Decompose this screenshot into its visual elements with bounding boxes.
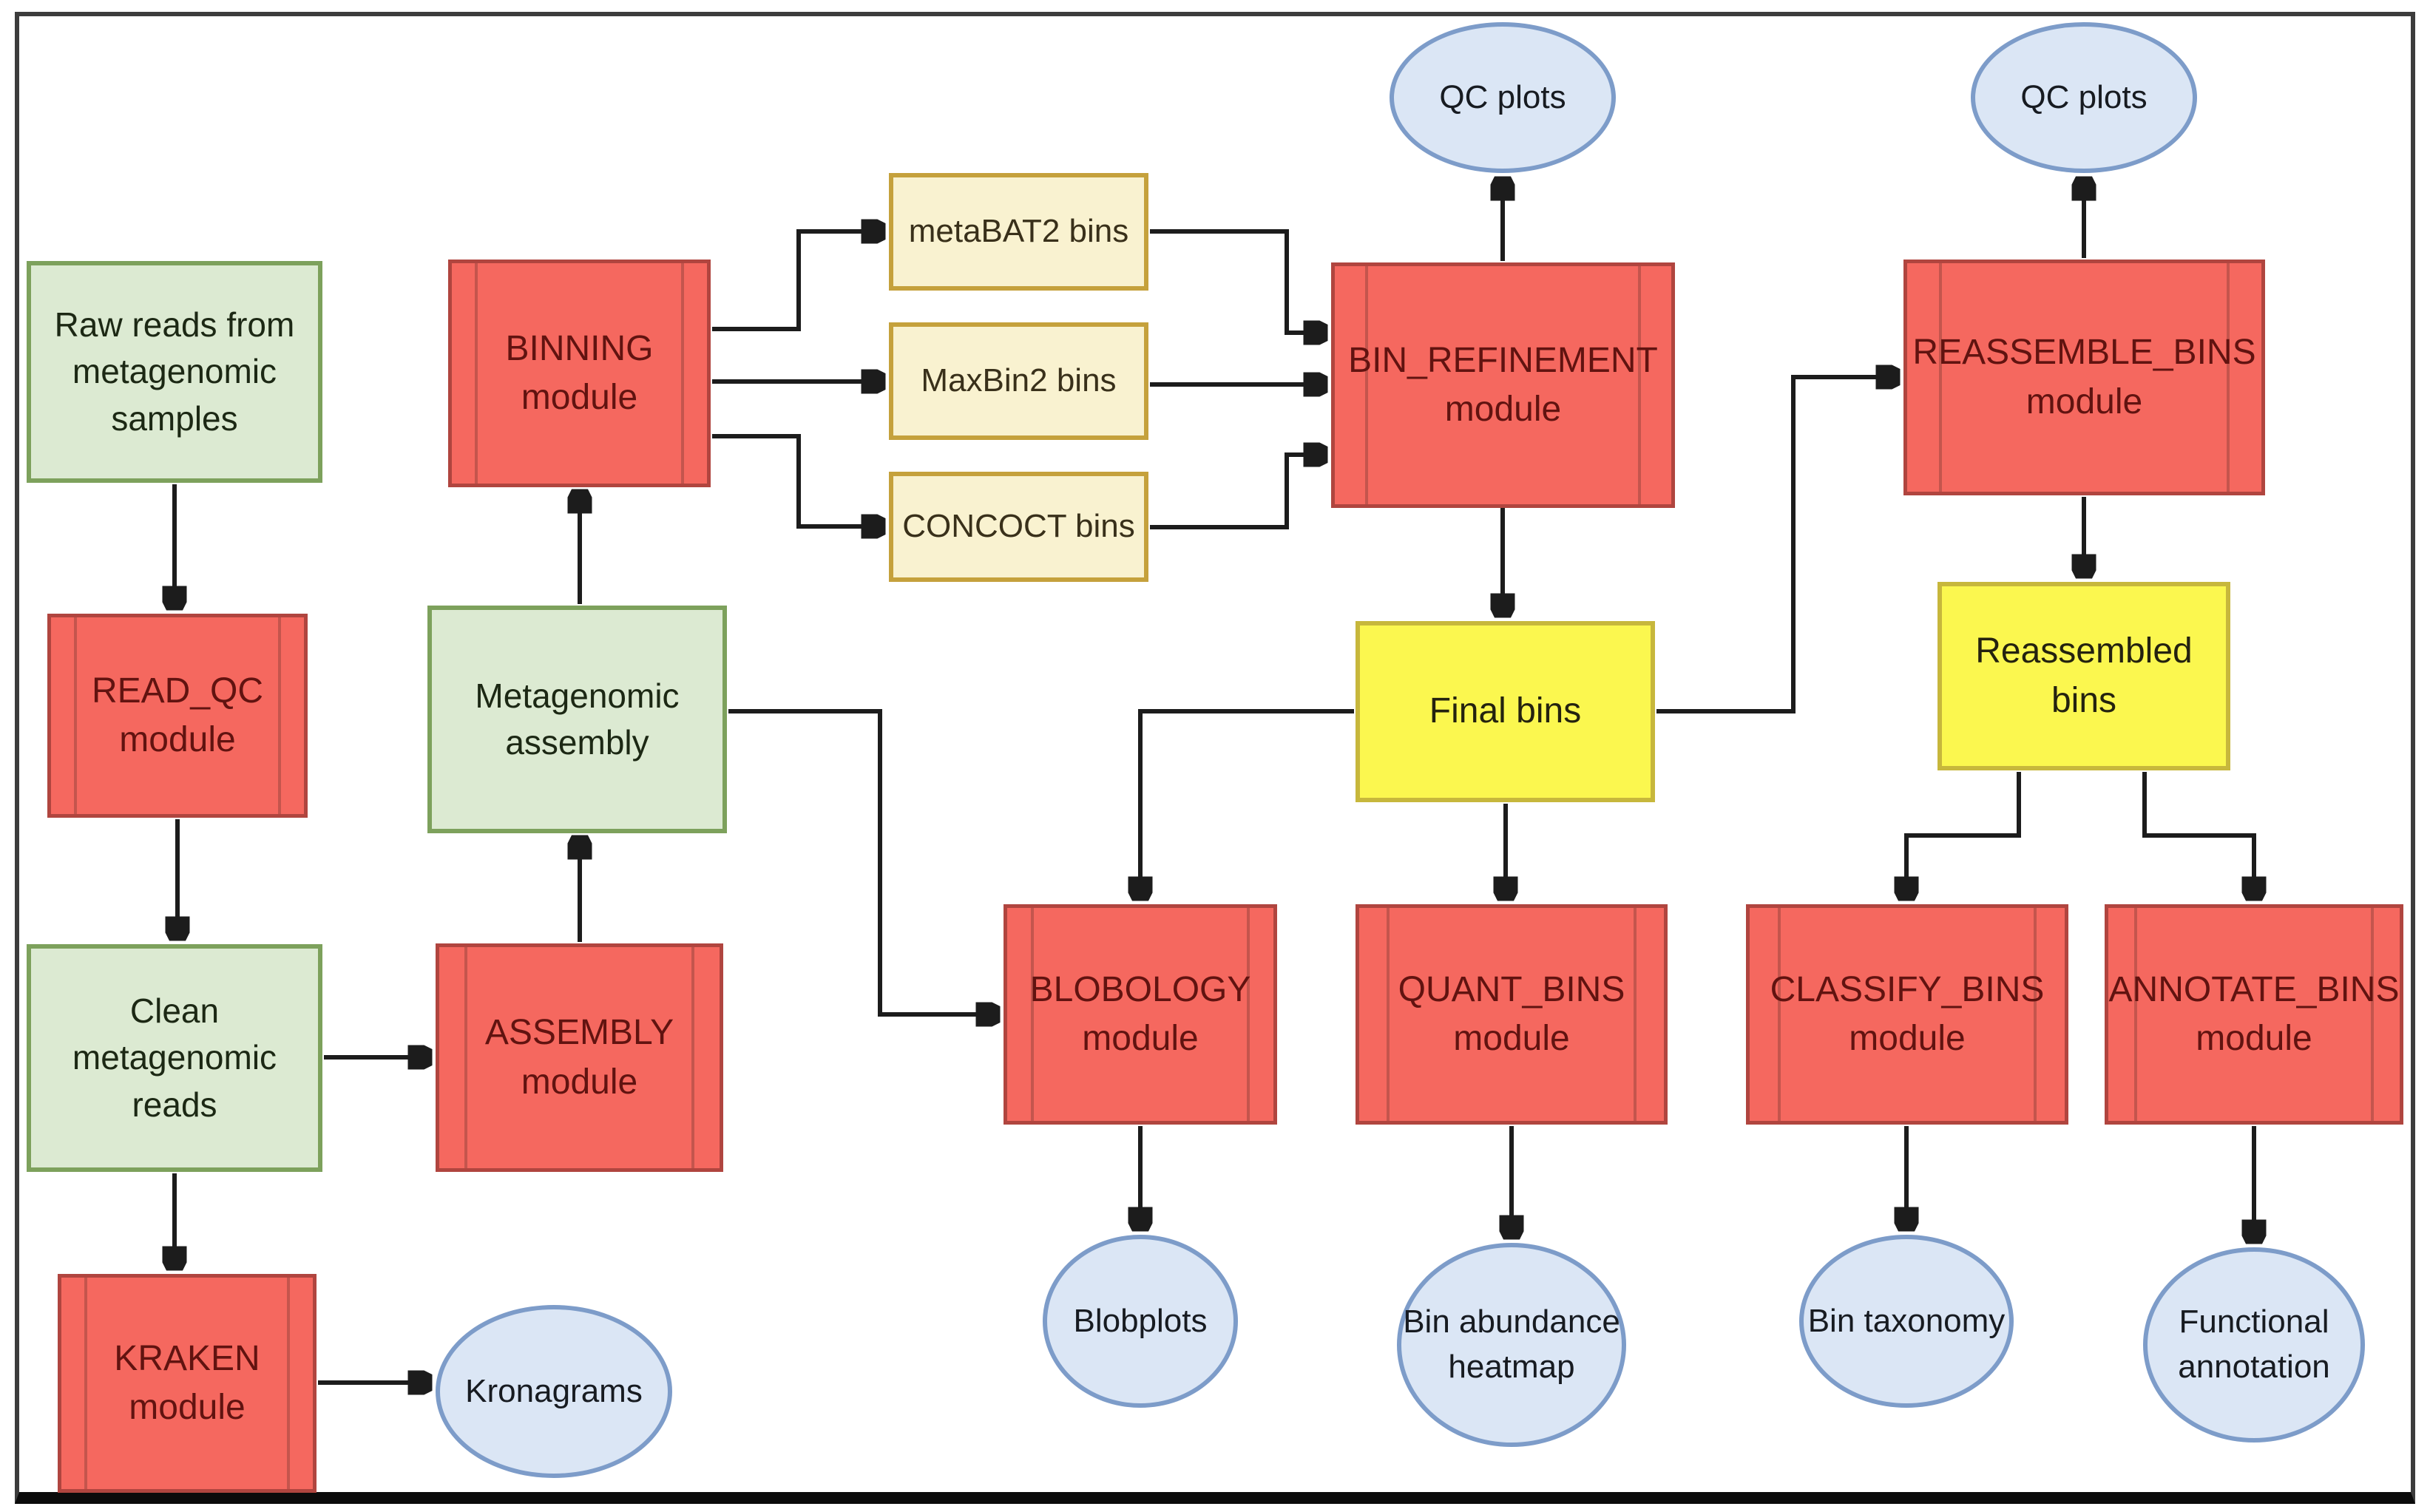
- module-sidebar-icon: [691, 947, 694, 1168]
- node-bin-abundance-label: Bin abundance heatmap: [1403, 1303, 1620, 1385]
- edge-binning-metabat2: [712, 231, 883, 331]
- edge-final_bins-blobology: [1140, 709, 1354, 898]
- edge-binning-concoct: [712, 434, 883, 526]
- module-sidebar-icon: [278, 617, 282, 814]
- edge-final_bins-reassemble_bins: [1656, 377, 1898, 713]
- node-bin-refinement-module: BIN_REFINEMENT module: [1331, 262, 1675, 508]
- node-metagenomic-assembly: Metagenomic assembly: [427, 606, 727, 833]
- node-maxbin2-label: MaxBin2 bins: [921, 362, 1117, 399]
- node-functional-annotation-label: Functional annotation: [2178, 1303, 2330, 1385]
- node-qc-plots-right-label: QC plots: [2020, 78, 2148, 115]
- node-kronagrams-label: Kronagrams: [465, 1372, 643, 1409]
- node-assembly-label: ASSEMBLY module: [484, 1013, 674, 1102]
- node-raw-reads-label: Raw reads from metagenomic samples: [54, 305, 295, 438]
- node-bin-abundance-output: Bin abundance heatmap: [1397, 1243, 1626, 1447]
- node-qc-plots-left-label: QC plots: [1439, 78, 1566, 115]
- node-assembly-module: ASSEMBLY module: [436, 943, 723, 1172]
- node-concoct-bins: CONCOCT bins: [889, 472, 1148, 582]
- node-kraken-module: KRAKEN module: [58, 1274, 317, 1493]
- edge-metabat2-bin_refinement: [1150, 229, 1325, 333]
- node-metagenomic-assembly-label: Metagenomic assembly: [475, 676, 680, 762]
- edge-reassembled_bins-classify_bins: [1906, 772, 2021, 898]
- module-sidebar-icon: [2134, 908, 2138, 1121]
- node-qc-plots-left-output: QC plots: [1390, 22, 1616, 173]
- node-bin-taxonomy-label: Bin taxonomy: [1807, 1302, 2006, 1339]
- node-classify-bins-module: CLASSIFY_BINS module: [1746, 904, 2068, 1125]
- module-sidebar-icon: [2033, 908, 2037, 1121]
- module-sidebar-icon: [1031, 908, 1035, 1121]
- node-quant-bins-label: QUANT_BINS module: [1398, 969, 1625, 1058]
- node-blobology-label: BLOBOLOGY module: [1029, 969, 1251, 1058]
- node-reassembled-bins-label: Reassembled bins: [1975, 631, 2193, 720]
- edge-concoct-bin_refinement: [1150, 455, 1325, 529]
- node-kraken-label: KRAKEN module: [114, 1338, 260, 1427]
- node-maxbin2-bins: MaxBin2 bins: [889, 322, 1148, 440]
- node-reassembled-bins: Reassembled bins: [1937, 582, 2230, 770]
- module-sidebar-icon: [84, 1278, 87, 1489]
- node-quant-bins-module: QUANT_BINS module: [1356, 904, 1668, 1125]
- module-sidebar-icon: [73, 617, 77, 814]
- node-read-qc-module: READ_QC module: [47, 614, 308, 818]
- node-functional-annotation-output: Functional annotation: [2143, 1247, 2365, 1442]
- diagram-border-frame: [15, 12, 2415, 1504]
- node-qc-plots-right-output: QC plots: [1971, 22, 2197, 173]
- node-blobplots-output: Blobplots: [1043, 1235, 1238, 1408]
- module-sidebar-icon: [1364, 266, 1368, 504]
- node-kronagrams-output: Kronagrams: [436, 1305, 672, 1478]
- module-sidebar-icon: [1778, 908, 1781, 1121]
- module-sidebar-icon: [464, 947, 468, 1168]
- module-sidebar-icon: [1939, 263, 1943, 492]
- node-clean-reads: Clean metagenomic reads: [27, 944, 322, 1172]
- module-sidebar-icon: [1387, 908, 1390, 1121]
- module-sidebar-icon: [1633, 908, 1637, 1121]
- edge-reassembled_bins-annotate_bins: [2142, 772, 2254, 898]
- node-raw-reads: Raw reads from metagenomic samples: [27, 261, 322, 483]
- node-reassemble-bins-label: REASSEMBLE_BINS module: [1912, 333, 2256, 421]
- module-sidebar-icon: [287, 1278, 291, 1489]
- node-blobology-module: BLOBOLOGY module: [1004, 904, 1277, 1125]
- node-final-bins: Final bins: [1356, 621, 1655, 802]
- module-sidebar-icon: [680, 263, 684, 484]
- node-concoct-label: CONCOCT bins: [902, 508, 1135, 545]
- node-clean-reads-label: Clean metagenomic reads: [72, 991, 277, 1124]
- node-bin-taxonomy-output: Bin taxonomy: [1799, 1235, 2014, 1408]
- node-blobplots-label: Blobplots: [1073, 1302, 1208, 1339]
- node-binning-module: BINNING module: [448, 260, 711, 487]
- module-sidebar-icon: [1246, 908, 1250, 1121]
- node-reassemble-bins-module: REASSEMBLE_BINS module: [1903, 260, 2265, 495]
- node-annotate-bins-module: ANNOTATE_BINS module: [2105, 904, 2403, 1125]
- node-bin-refinement-label: BIN_REFINEMENT module: [1348, 340, 1658, 429]
- module-sidebar-icon: [2370, 908, 2374, 1121]
- node-binning-label: BINNING module: [505, 328, 654, 417]
- node-final-bins-label: Final bins: [1429, 691, 1582, 731]
- node-annotate-bins-label: ANNOTATE_BINS module: [2108, 969, 2400, 1058]
- node-read-qc-label: READ_QC module: [91, 671, 264, 759]
- module-sidebar-icon: [1638, 266, 1642, 504]
- node-metabat2-label: metaBAT2 bins: [908, 213, 1129, 250]
- module-sidebar-icon: [2226, 263, 2230, 492]
- module-sidebar-icon: [475, 263, 478, 484]
- node-metabat2-bins: metaBAT2 bins: [889, 173, 1148, 291]
- node-classify-bins-label: CLASSIFY_BINS module: [1770, 969, 2045, 1058]
- edge-meta_assembly-blobology: [728, 709, 998, 1014]
